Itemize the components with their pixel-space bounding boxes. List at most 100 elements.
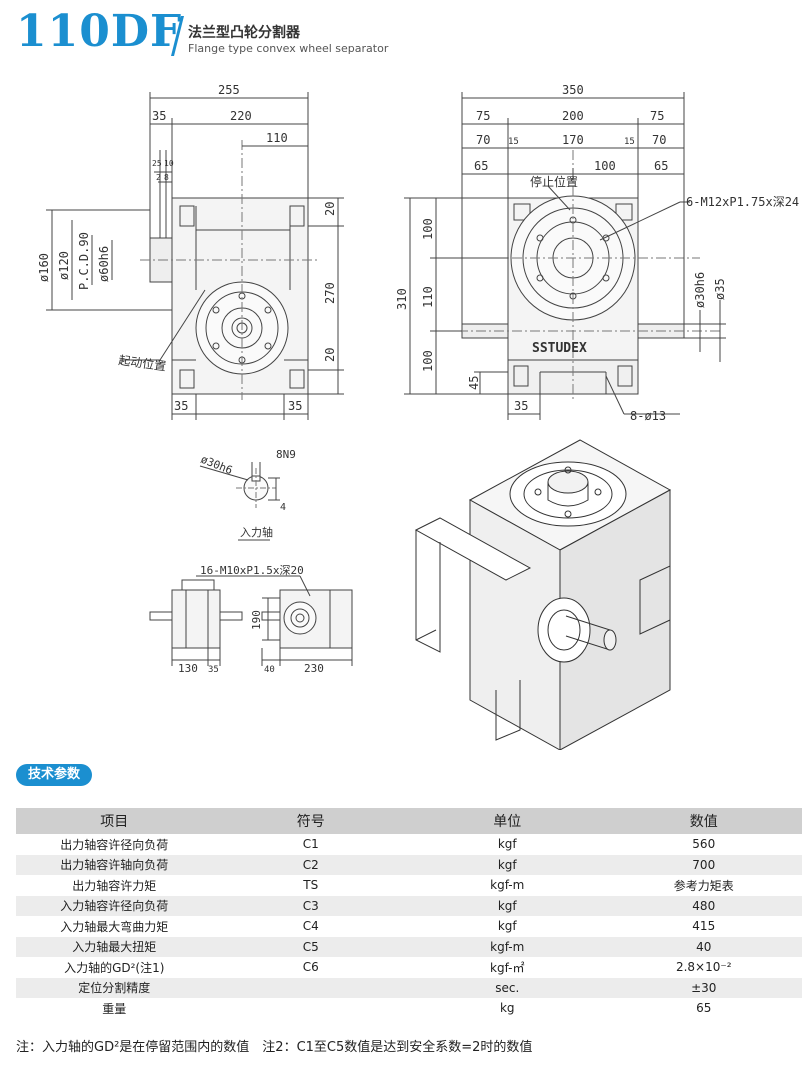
dim-100-bottom: 100	[421, 350, 435, 372]
row-value: 700	[605, 854, 802, 875]
row-item: 定位分割精度	[16, 977, 213, 998]
table-row: 重量 kg 65	[16, 998, 802, 1019]
row-symbol: C2	[212, 854, 409, 875]
row-unit: kgf	[409, 854, 606, 875]
row-symbol	[213, 998, 410, 1019]
row-item: 入力轴的GD²(注1)	[64, 960, 165, 975]
dim-110: 110	[266, 131, 288, 145]
dim-35: 35	[152, 109, 166, 123]
shaft-key-label: 8N9	[276, 448, 296, 461]
dim-100-top: 100	[594, 159, 616, 173]
header-unit: 单位	[409, 808, 606, 834]
dim-bot-35-left: 35	[174, 399, 188, 413]
dim-120: ø120	[57, 251, 71, 280]
dim-100-vertical: 100	[421, 218, 435, 240]
row-symbol	[212, 977, 409, 998]
row-symbol: C6	[302, 960, 319, 975]
isometric-view	[414, 439, 672, 750]
dim-170: 170	[562, 133, 584, 147]
side-view	[404, 92, 726, 420]
row-unit: kgf-m	[490, 878, 525, 893]
model-number: 110DF	[16, 6, 183, 57]
mini-dim-190: 190	[250, 610, 263, 630]
table-row: 入力轴的GD²(注1) C6 kgf-㎡ 2.8×10⁻²	[16, 957, 802, 978]
dim-65-left: 65	[474, 159, 488, 173]
shaft-dia-label: ø30h6	[199, 453, 235, 477]
header-item: 项目	[16, 808, 213, 834]
row-item: 入力轴最大扭矩	[16, 936, 213, 957]
start-position-label: 起动位置	[118, 352, 168, 374]
row-symbol: C3	[212, 895, 409, 916]
dim-75-right: 75	[650, 109, 664, 123]
row-value: 参考力矩表	[673, 878, 734, 893]
header-value: 数值	[605, 808, 802, 834]
dim-310: 310	[395, 288, 409, 310]
dim-160: ø160	[37, 253, 51, 282]
row-item: 出力轴容许径向负荷	[60, 837, 169, 852]
dim-10: 10	[164, 159, 174, 168]
header-symbol: 符号	[212, 808, 409, 834]
dim-60h6: ø60h6	[97, 246, 111, 282]
table-row: 定位分割精度 sec.±30	[16, 977, 802, 998]
row-symbol: C1	[302, 837, 319, 852]
stop-position-label: 停止位置	[530, 174, 578, 189]
shaft-depth-label: 4	[280, 502, 286, 513]
mini-thread-label: 16-M10xP1.5x深20	[200, 564, 304, 577]
input-shaft-label: 入力轴	[240, 525, 273, 539]
dim-75-left: 75	[476, 109, 490, 123]
dim-bot-35-right: 35	[288, 399, 302, 413]
dim-15-left: 15	[508, 137, 519, 147]
row-unit: sec.	[409, 977, 606, 998]
technical-drawing: 255 35 220 110 25 10 2 8 20 270 20 ø160 …	[37, 83, 799, 750]
row-unit: kgf	[409, 895, 606, 916]
front-view	[46, 92, 344, 420]
dim-45: 45	[467, 376, 481, 390]
row-item: 入力轴最大弯曲力矩	[60, 919, 169, 934]
table-row: 出力轴容许力矩 TS kgf-m 参考力矩表	[16, 875, 802, 896]
row-value: 2.8×10⁻²	[675, 960, 732, 975]
row-value: 65	[696, 1001, 712, 1016]
dim-270: 270	[323, 282, 337, 304]
row-value: 480	[605, 895, 802, 916]
mini-dim-40: 40	[264, 665, 275, 675]
row-symbol: C4	[302, 919, 319, 934]
row-unit: kgf-㎡	[490, 960, 525, 975]
dim-70-left: 70	[476, 133, 490, 147]
product-title-cn: 法兰型凸轮分割器	[188, 25, 300, 41]
dim-65-right: 65	[654, 159, 668, 173]
dim-110-vertical: 110	[421, 286, 435, 308]
dim-20-bot: 20	[323, 348, 337, 362]
dim-70-right: 70	[652, 133, 666, 147]
product-title-en: Flange type convex wheel separator	[188, 42, 389, 55]
row-item: 重量	[102, 1001, 127, 1016]
dim-220: 220	[230, 109, 252, 123]
mini-dim-230: 230	[304, 662, 324, 675]
specs-badge: 技术参数	[16, 764, 93, 786]
brand-label: SSTUDEX	[532, 341, 587, 356]
dim-8: 8	[164, 173, 169, 182]
row-value: 560	[692, 837, 716, 852]
row-value: 40	[605, 936, 802, 957]
row-unit: kg	[499, 1001, 515, 1016]
dim-20-top: 20	[323, 202, 337, 216]
dim-30h6: ø30h6	[693, 272, 707, 308]
dim-2: 2	[156, 173, 161, 182]
mini-views	[149, 575, 353, 666]
row-symbol: C5	[212, 936, 409, 957]
row-item: 出力轴容许轴向负荷	[16, 854, 213, 875]
row-unit: kgf-m	[409, 936, 606, 957]
mounting-holes-label: 8-ø13	[630, 409, 666, 423]
row-symbol: TS	[303, 878, 319, 893]
row-value: ±30	[605, 977, 802, 998]
row-unit: kgf	[497, 919, 517, 934]
dim-35-shaft: ø35	[713, 278, 727, 300]
output-thread-label: 6-M12xP1.75x深24	[686, 195, 799, 209]
dim-pcd: P.C.D.90	[77, 232, 91, 290]
row-item: 出力轴容许力矩	[72, 878, 157, 893]
specs-header-row: 项目 符号 单位 数值	[16, 808, 802, 834]
